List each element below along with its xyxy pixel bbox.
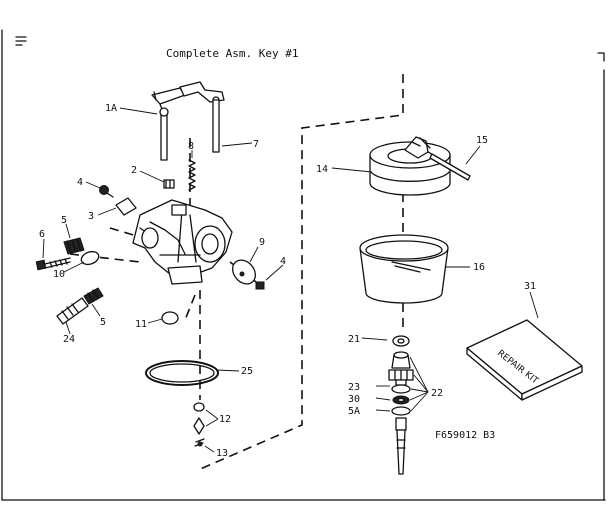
diagram-title: Complete Asm. Key #1	[166, 47, 298, 60]
label-14: 14	[316, 164, 328, 175]
label-10: 10	[53, 269, 65, 280]
needle-spring-part-5-lower	[83, 287, 104, 305]
label-25: 25	[241, 366, 253, 377]
label-8: 8	[188, 141, 194, 152]
label-13: 13	[216, 448, 228, 459]
label-31: 31	[524, 281, 536, 292]
screw-part-2	[163, 179, 175, 189]
label-5A: 5A	[348, 406, 360, 417]
gasket-part-3	[115, 197, 137, 216]
label-24: 24	[63, 334, 75, 345]
float-bowl-part-16	[359, 234, 449, 304]
callout-leaders	[42, 107, 539, 453]
o-ring-part-25	[145, 360, 219, 386]
label-11: 11	[135, 319, 147, 330]
float-part-14	[369, 136, 451, 196]
label-30: 30	[348, 394, 360, 405]
small-parts-13	[194, 438, 205, 447]
label-21: 21	[348, 334, 360, 345]
plug-part-10	[80, 250, 100, 266]
carburetor-body	[132, 199, 233, 285]
label-2: 2	[131, 165, 137, 176]
label-22: 22	[431, 388, 443, 399]
spring-part	[188, 159, 196, 191]
screw-part-6	[35, 257, 71, 271]
label-6: 6	[39, 229, 45, 240]
label-16: 16	[473, 262, 485, 273]
choke-lever-part	[179, 81, 225, 153]
label-15: 15	[476, 135, 488, 146]
label-23: 23	[348, 382, 360, 393]
label-9: 9	[259, 237, 265, 248]
needle-spring-part-5-upper	[63, 237, 85, 255]
callout-labels: 1A 7 8 2 4 3 5 6 10 5 24 11 9 4 25 12 13…	[39, 103, 536, 459]
throttle-lever-part	[151, 87, 186, 161]
label-1A: 1A	[105, 103, 117, 114]
label-5-lower: 5	[100, 317, 106, 328]
bolt-part-4-upper	[99, 185, 114, 198]
border-marks	[1, 29, 606, 501]
label-4-upper: 4	[77, 177, 83, 188]
small-parts-12	[193, 402, 205, 435]
plug-part-11	[161, 311, 179, 325]
label-3: 3	[88, 211, 94, 222]
washer-part-21	[392, 335, 410, 347]
bolt-part-4-lower	[255, 281, 265, 290]
diaphragm-part-9	[232, 259, 256, 285]
figure-code: F659012 B3	[435, 430, 495, 441]
repair-kit-box-part-31: REPAIR KIT	[466, 319, 583, 401]
float-pin-part-15	[429, 153, 471, 181]
main-needle-part-24	[56, 297, 89, 325]
bowl-nut-stack-part-22	[388, 351, 414, 475]
label-4-lower: 4	[280, 256, 286, 267]
label-12: 12	[219, 414, 231, 425]
label-7: 7	[253, 139, 259, 150]
label-5-upper: 5	[61, 215, 67, 226]
